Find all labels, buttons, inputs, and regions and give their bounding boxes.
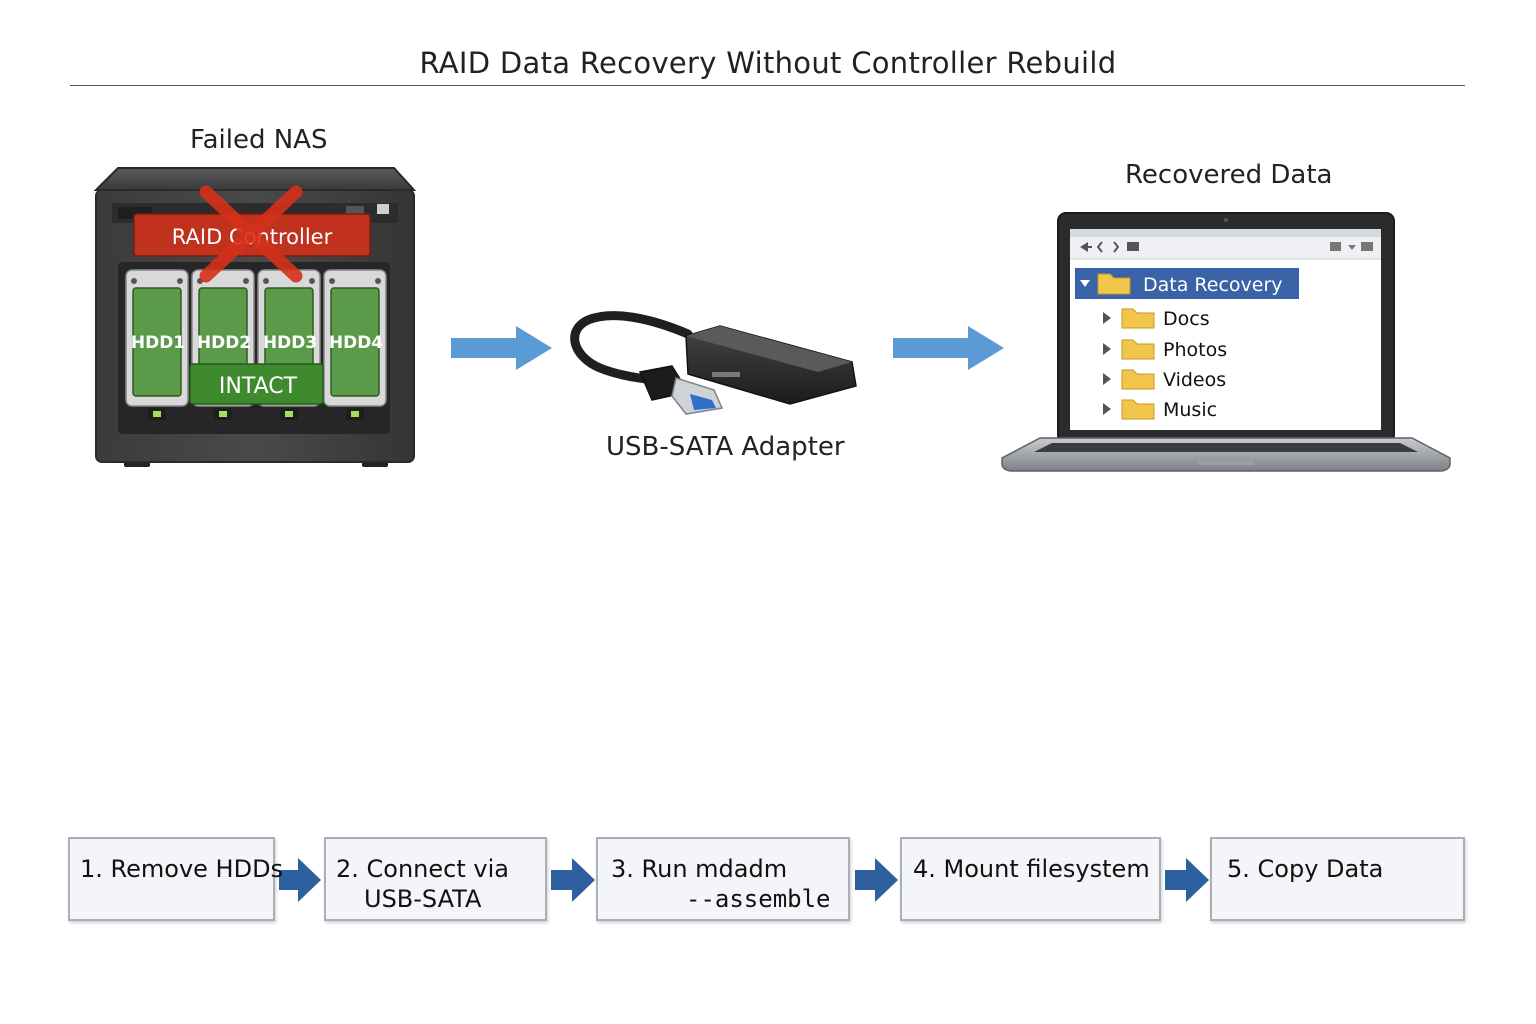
step-arrow-3-icon [855, 858, 898, 902]
title-divider [70, 85, 1465, 86]
intact-badge: INTACT [189, 363, 324, 405]
failed-cross-icon [199, 185, 303, 283]
intact-label: INTACT [219, 374, 298, 399]
root-folder-label[interactable]: Data Recovery [1143, 274, 1283, 296]
hdd2-label: HDD2 [197, 333, 251, 353]
flow-arrow-1-icon [451, 326, 552, 370]
photos-folder-icon [1103, 339, 1155, 360]
folder-music-label[interactable]: Music [1163, 399, 1217, 421]
expand-caret-icon [1080, 280, 1090, 287]
recovered-data-label: Recovered Data [1125, 160, 1333, 190]
folder-docs-label[interactable]: Docs [1163, 308, 1210, 330]
step-2-box: 2. Connect via USB-SATA [324, 837, 547, 921]
step-1-line1: 1. Remove HDDs [80, 855, 284, 883]
drive-bay-4 [323, 269, 387, 420]
step-5-line1: 5. Copy Data [1227, 855, 1384, 883]
root-folder-icon [1097, 273, 1131, 295]
diagram-title: RAID Data Recovery Without Controller Re… [419, 46, 1117, 80]
step-3-box: 3. Run mdadm --assemble [596, 837, 850, 921]
videos-folder-icon [1103, 369, 1155, 390]
step-4-box: 4. Mount filesystem [900, 837, 1161, 921]
toolbar-nav-icons [1096, 241, 1139, 253]
failed-nas-label: Failed NAS [190, 125, 328, 155]
step-2-line1: 2. Connect via [336, 855, 509, 883]
step-1-box: 1. Remove HDDs [68, 837, 283, 921]
folder-photos-label[interactable]: Photos [1163, 339, 1227, 361]
step-arrow-4-icon [1165, 858, 1209, 902]
hdd3-label: HDD3 [263, 333, 317, 353]
docs-folder-icon [1103, 308, 1155, 329]
folder-videos-label[interactable]: Videos [1163, 369, 1226, 391]
flow-arrow-2-icon [893, 326, 1004, 370]
step-3-line2: --assemble [686, 885, 831, 913]
usb-sata-adapter-icon [570, 311, 857, 415]
step-arrow-1-icon [279, 858, 321, 902]
hdd1-label: HDD1 [131, 333, 185, 353]
usb-sata-adapter-label: USB-SATA Adapter [606, 432, 845, 462]
step-5-box: 5. Copy Data [1210, 837, 1465, 921]
toolbar-view-icons [1330, 242, 1373, 251]
step-arrow-2-icon [551, 858, 595, 902]
step-3-line1: 3. Run mdadm [611, 855, 788, 883]
step-2-line2: USB-SATA [364, 885, 482, 913]
hdd4-label: HDD4 [329, 333, 383, 353]
step-4-line1: 4. Mount filesystem [913, 855, 1150, 883]
drive-bay-1 [125, 269, 189, 420]
music-folder-icon [1103, 399, 1155, 420]
toolbar-back-icon [1080, 242, 1092, 252]
